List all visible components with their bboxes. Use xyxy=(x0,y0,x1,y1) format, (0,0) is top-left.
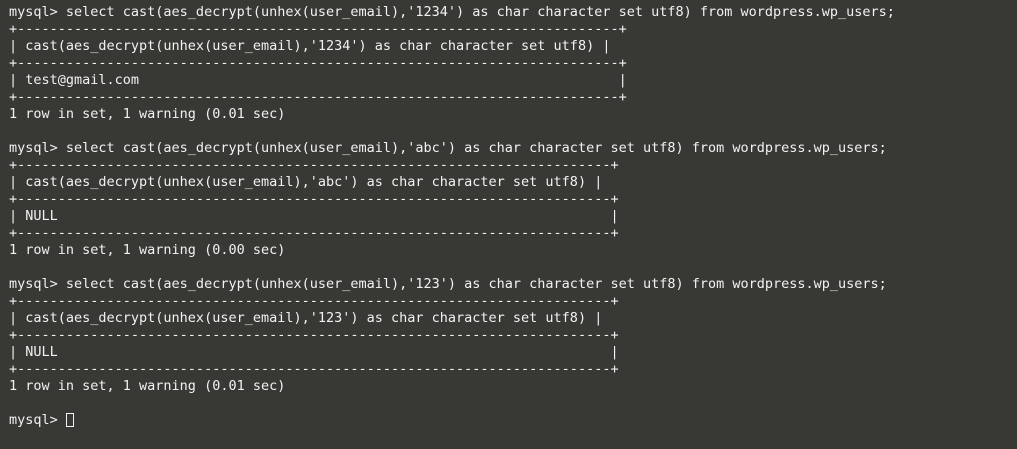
table-border: +---------------------------------------… xyxy=(9,361,619,377)
table-border: +---------------------------------------… xyxy=(9,157,619,173)
command-line: mysql> select cast(aes_decrypt(unhex(use… xyxy=(9,140,887,156)
table-header: | cast(aes_decrypt(unhex(user_email),'ab… xyxy=(9,174,603,190)
blank-line xyxy=(9,395,1017,412)
result-status: 1 row in set, 1 warning (0.01 sec) xyxy=(9,378,286,394)
table-border: +---------------------------------------… xyxy=(9,55,627,71)
table-border: +---------------------------------------… xyxy=(9,327,619,343)
table-row: | test@gmail.com | xyxy=(9,72,627,88)
prompt-line[interactable]: mysql> xyxy=(9,412,1017,429)
table-border: +---------------------------------------… xyxy=(9,293,619,309)
command-line: mysql> select cast(aes_decrypt(unhex(use… xyxy=(9,276,887,292)
table-border: +---------------------------------------… xyxy=(9,21,627,37)
result-status: 1 row in set, 1 warning (0.00 sec) xyxy=(9,242,286,258)
command-line: mysql> select cast(aes_decrypt(unhex(use… xyxy=(9,4,895,20)
table-row: | NULL | xyxy=(9,208,619,224)
table-header: | cast(aes_decrypt(unhex(user_email),'12… xyxy=(9,38,611,54)
cursor-icon[interactable] xyxy=(65,413,74,427)
blank-line xyxy=(9,259,1017,276)
table-border: +---------------------------------------… xyxy=(9,225,619,241)
table-border: +---------------------------------------… xyxy=(9,191,619,207)
blank-line xyxy=(9,123,1017,140)
table-border: +---------------------------------------… xyxy=(9,89,627,105)
table-row: | NULL | xyxy=(9,344,619,360)
table-header: | cast(aes_decrypt(unhex(user_email),'12… xyxy=(9,310,603,326)
prompt-label: mysql> xyxy=(9,412,58,428)
result-status: 1 row in set, 1 warning (0.01 sec) xyxy=(9,106,286,122)
